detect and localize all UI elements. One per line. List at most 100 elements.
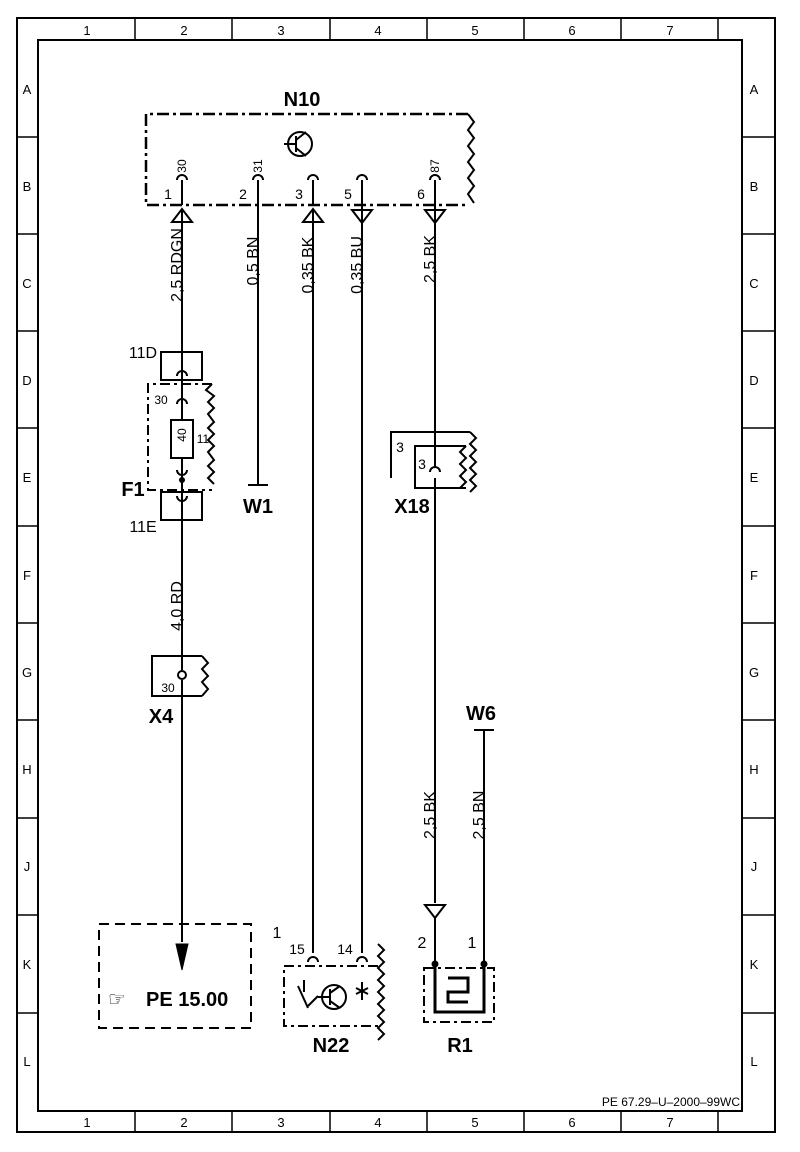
drawing-code: PE 67.29–U–2000–99WC <box>602 1095 740 1109</box>
n10-pin-6: 6 <box>417 186 425 202</box>
f1-bottom-label: 11E <box>129 519 156 536</box>
n22-num: 1 <box>273 925 282 942</box>
col-label: 5 <box>471 1115 478 1130</box>
pointing-hand-icon: ☞ <box>108 989 126 1011</box>
n10-connector-arrows <box>169 205 448 230</box>
row-label: J <box>24 859 31 874</box>
x18-label: X18 <box>394 496 430 518</box>
col-label: 3 <box>277 1115 284 1130</box>
row-label: A <box>750 82 759 97</box>
row-label: B <box>23 179 32 194</box>
wire-label-bn05: 0,5 BN <box>245 237 262 286</box>
n10-term-30: 30 <box>175 159 189 173</box>
row-label: K <box>23 957 32 972</box>
x18-inner-pin: 3 <box>418 456 426 472</box>
wire-label-bk25-top: 2,5 BK <box>422 235 439 283</box>
drawing-frame <box>16 17 776 1133</box>
wire-label-bn25: 2,5 BN <box>471 791 488 840</box>
row-label: F <box>750 568 758 583</box>
r1-pin-1: 1 <box>468 935 477 952</box>
wire-labels: 2,5 RDGN 0,5 BN 0,35 BK 0,35 BU 2,5 BK 4… <box>169 228 488 839</box>
n10-pin-1: 1 <box>164 186 172 202</box>
f1-top-label: 11D <box>129 345 157 362</box>
col-label: 2 <box>180 23 187 38</box>
row-label: K <box>750 957 759 972</box>
row-label: J <box>751 859 758 874</box>
col-label: 1 <box>83 23 90 38</box>
row-label: E <box>23 470 32 485</box>
row-label: C <box>22 276 31 291</box>
component-f1[interactable]: 11D 11E F1 30 40 11 <box>121 345 216 536</box>
column-labels-top: 1 2 3 4 5 6 7 <box>83 23 673 38</box>
wire-label-bk035: 0,35 BK <box>300 236 317 293</box>
row-label: E <box>750 470 759 485</box>
component-r1[interactable]: 2 1 R1 <box>418 904 495 1057</box>
x4-label: X4 <box>149 706 174 728</box>
col-label: 1 <box>83 1115 90 1130</box>
reference-text: PE 15.00 <box>146 989 228 1011</box>
col-label: 4 <box>374 23 381 38</box>
row-label: G <box>22 665 32 680</box>
wire-label-bu035: 0,35 BU <box>349 236 366 294</box>
col-label: 6 <box>568 1115 575 1130</box>
wire-label-rd40: 4,0 RD <box>169 581 186 631</box>
f1-fuse-number: 11 <box>197 432 210 446</box>
n10-pin-5: 5 <box>344 186 352 202</box>
wire-label-rdgn: 2,5 RDGN <box>169 228 186 302</box>
col-label: 3 <box>277 23 284 38</box>
f1-label: F1 <box>121 479 144 501</box>
x4-terminal-30: 30 <box>161 681 175 695</box>
component-x4[interactable]: 30 X4 <box>149 655 210 728</box>
w6-label: W6 <box>466 703 496 725</box>
col-label: 2 <box>180 1115 187 1130</box>
n10-pins: 1 30 2 31 3 5 6 87 <box>164 159 442 202</box>
arrow-down-icon <box>422 904 448 920</box>
heater-element-icon <box>431 960 488 1014</box>
r1-label: R1 <box>447 1035 473 1057</box>
component-n22[interactable]: 1 15 14 N22 <box>273 925 386 1057</box>
row-label: C <box>749 276 758 291</box>
row-label: D <box>749 373 758 388</box>
row-label: G <box>749 665 759 680</box>
n22-label: N22 <box>313 1035 350 1057</box>
w1-label: W1 <box>243 496 273 518</box>
r1-pin-2: 2 <box>418 935 427 952</box>
x18-outer-pin: 3 <box>396 439 404 455</box>
row-labels-left: A B C D E F G H J K L <box>22 82 32 1069</box>
n10-pin-2: 2 <box>239 186 247 202</box>
col-label: 6 <box>568 23 575 38</box>
n22-pin-14: 14 <box>337 941 353 957</box>
n10-pin-3: 3 <box>295 186 303 202</box>
wires <box>181 205 485 962</box>
row-label: A <box>23 82 32 97</box>
row-label: D <box>22 373 31 388</box>
row-label: H <box>22 762 31 777</box>
col-label: 7 <box>666 23 673 38</box>
component-x18[interactable]: 3 3 X18 <box>390 431 478 518</box>
n22-switch-transistor-icon <box>297 980 369 1010</box>
wire-label-bk25-bottom: 2,5 BK <box>422 791 439 839</box>
row-label: F <box>23 568 31 583</box>
row-label: H <box>749 762 758 777</box>
component-w1[interactable]: W1 <box>243 484 273 518</box>
col-label: 7 <box>666 1115 673 1130</box>
n10-term-31: 31 <box>251 159 265 173</box>
relay-transistor-icon <box>284 131 313 157</box>
column-labels-bottom: 1 2 3 4 5 6 7 <box>83 1115 673 1130</box>
n22-pin-15: 15 <box>289 941 305 957</box>
n10-label: N10 <box>284 89 321 111</box>
col-label: 5 <box>471 23 478 38</box>
row-label: L <box>750 1054 757 1069</box>
n10-term-87: 87 <box>428 159 442 173</box>
col-label: 4 <box>374 1115 381 1130</box>
reference-pe-15-00[interactable]: ☞ PE 15.00 <box>98 923 252 1029</box>
f1-terminal-30: 30 <box>154 393 168 407</box>
component-n10[interactable]: N10 1 30 2 31 3 5 6 87 <box>144 89 476 207</box>
row-labels-right: A B C D E F G H J K L <box>749 82 759 1069</box>
f1-fuse-rating: 40 <box>175 428 189 442</box>
row-label: B <box>750 179 759 194</box>
component-w6[interactable]: W6 <box>466 703 496 731</box>
n10-pin-contacts <box>176 174 441 205</box>
arrow-down-icon <box>175 943 189 971</box>
